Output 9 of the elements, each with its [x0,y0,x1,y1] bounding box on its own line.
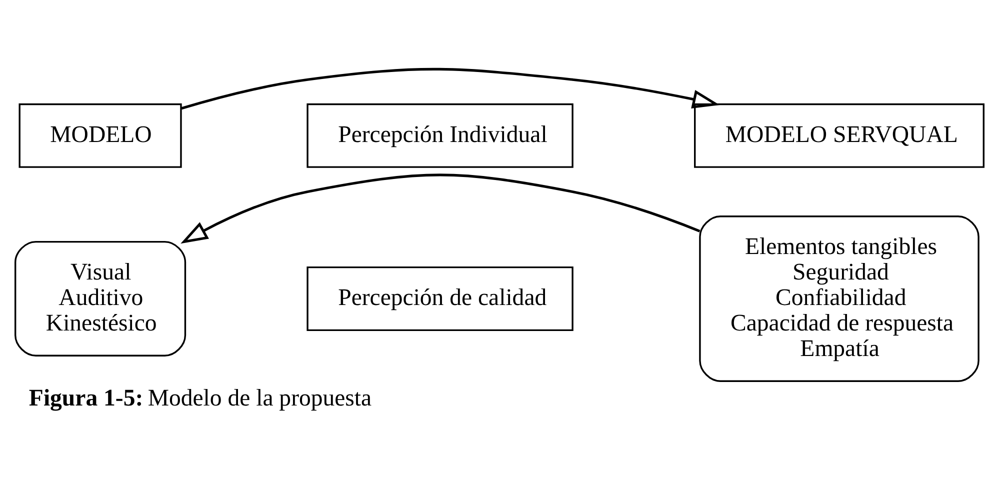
node-box: Percepción de calidad [306,266,574,331]
node-box: MODELO [18,102,182,168]
caption: Figura 1-5: Modelo de la propuesta [28,384,372,411]
arrow [181,67,720,110]
node-box: Percepción Individual [306,102,574,168]
node-box: Visual Auditivo Kinestésico [14,240,186,356]
node-box: Elementos tangibles Seguridad Confiabilidad Capacidad de respuesta Empatía [699,215,980,382]
arrow [180,173,700,244]
node-box: MODELO SERVQUAL [694,102,984,168]
